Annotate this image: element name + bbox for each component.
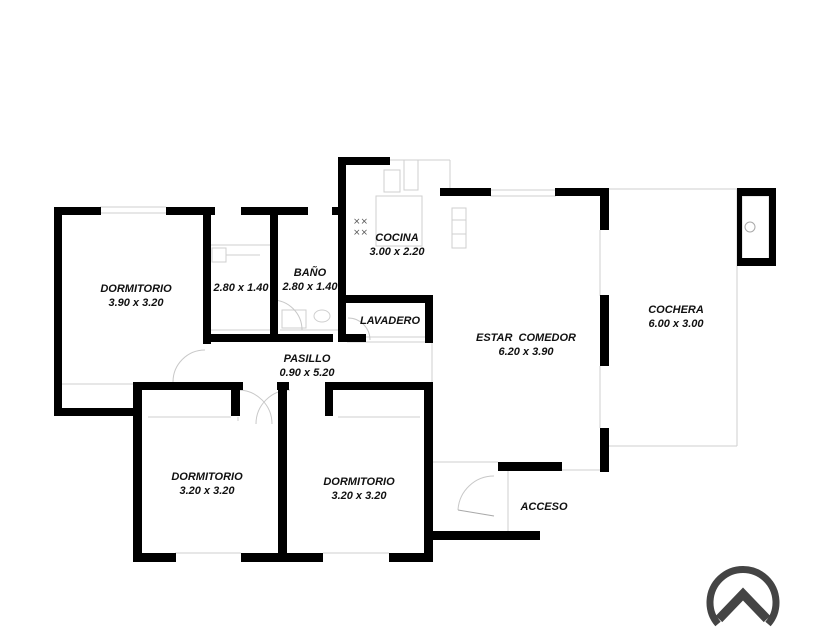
dormitorio-3-name: DORMITORIO [323, 476, 395, 488]
thin-lines [62, 159, 770, 554]
vestidor-size: 2.80 x 1.40 [212, 282, 269, 294]
cocina-name: COCINA [375, 232, 418, 244]
dormitorio-1-name: DORMITORIO [100, 283, 172, 295]
cochera-name: COCHERA [648, 304, 704, 316]
kitchen-fixtures: ⨯⨯ ⨯⨯ [353, 159, 467, 249]
lavadero-name: LAVADERO [360, 315, 421, 327]
acceso-name: ACCESO [519, 501, 568, 513]
chevron-logo-icon [706, 565, 780, 627]
bano-size: 2.80 x 1.40 [281, 281, 338, 293]
bano-name: BAÑO [294, 266, 327, 279]
dormitorio-2-name: DORMITORIO [171, 471, 243, 483]
pasillo-name: PASILLO [284, 353, 331, 365]
svg-text:⨯⨯: ⨯⨯ [353, 228, 368, 238]
dormitorio-1-size: 3.90 x 3.20 [108, 297, 164, 309]
stove-icon: ⨯⨯ ⨯⨯ [353, 217, 368, 238]
dormitorio-3-size: 3.20 x 3.20 [331, 490, 387, 502]
walls [54, 157, 776, 562]
estar-comedor-name: ESTAR COMEDOR [476, 332, 576, 344]
room-labels: DORMITORIO 3.90 x 3.20 2.80 x 1.40 BAÑO … [100, 232, 704, 513]
door-swings [172, 299, 495, 517]
pasillo-size: 0.90 x 5.20 [279, 367, 335, 379]
cochera-size: 6.00 x 3.00 [648, 318, 704, 330]
dormitorio-2-size: 3.20 x 3.20 [179, 485, 235, 497]
cocina-size: 3.00 x 2.20 [369, 246, 425, 258]
svg-text:⨯⨯: ⨯⨯ [353, 217, 368, 227]
estar-comedor-size: 6.20 x 3.90 [498, 346, 554, 358]
